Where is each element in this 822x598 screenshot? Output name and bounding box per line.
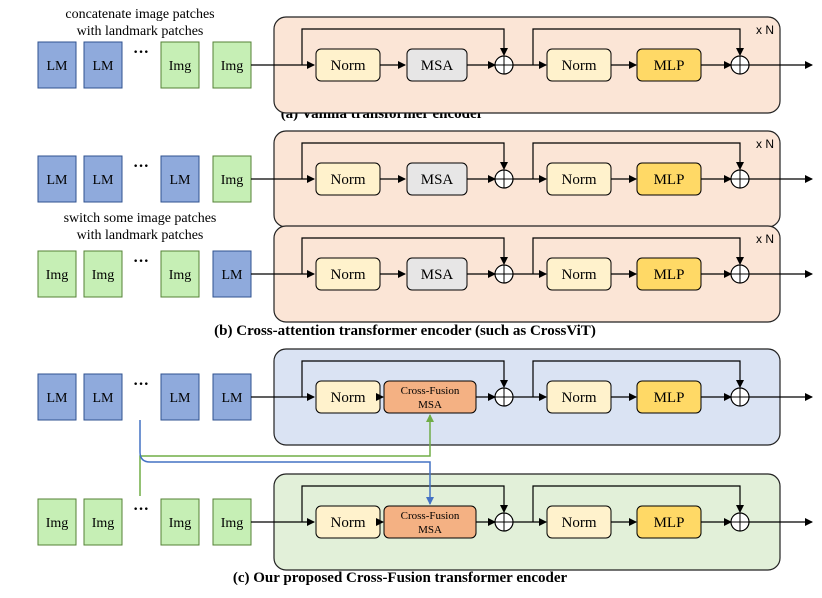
norm-label-1-a: Norm	[331, 58, 366, 74]
lm-token-label-c1-1: LM	[93, 391, 115, 406]
skip-connection-2-a	[532, 28, 744, 65]
cross-fusion-label-1-c1: Cross-Fusion	[401, 385, 460, 397]
lm-token-b1-1	[83, 155, 123, 203]
repeat-label-b2: x N	[756, 232, 774, 246]
blue-cross-link	[139, 420, 434, 505]
ellipsis-a: ···	[133, 44, 149, 61]
msa-label-b1: MSA	[421, 172, 454, 188]
msa-label-a: MSA	[421, 58, 454, 74]
skip-connection-1-b1	[301, 142, 508, 179]
mlp-label-a: MLP	[654, 58, 685, 74]
img-token-label-c2-4: Img	[221, 516, 244, 531]
concat-note-line2: with landmark patches	[77, 24, 204, 39]
mlp-label-b1: MLP	[654, 172, 685, 188]
skip-connection-2-b1	[532, 142, 744, 179]
cross-fusion-label-2-c2: MSA	[418, 524, 442, 536]
img-token-b1-4	[212, 155, 252, 203]
skip-connection-1-b2	[301, 237, 508, 274]
norm-label-2-b1: Norm	[562, 172, 597, 188]
skip-connection-2-c1	[532, 360, 744, 397]
lm-token-label-a-1: LM	[93, 59, 115, 74]
row-a: LM LM ··· Img Img Norm MSA Norm MLP x N	[37, 16, 813, 114]
img-token-c2-3	[160, 498, 200, 546]
img-token-label-b2-0: Img	[46, 268, 69, 283]
repeat-label-a: x N	[756, 23, 774, 37]
img-token-b2-1	[83, 250, 123, 298]
skip-connection-1-c2	[301, 485, 508, 522]
lm-token-label-a-0: LM	[47, 59, 69, 74]
img-token-label-a-4: Img	[221, 59, 244, 74]
cross-fusion-label-1-c2: Cross-Fusion	[401, 510, 460, 522]
lm-token-c1-1	[83, 373, 123, 421]
cross-fusion-label-2-c1: MSA	[418, 399, 442, 411]
skip-connection-2-c2	[532, 485, 744, 522]
lm-token-b1-3	[160, 155, 200, 203]
lm-token-c1-4	[212, 373, 252, 421]
img-token-c2-4	[212, 498, 252, 546]
lm-token-label-c1-0: LM	[47, 391, 69, 406]
img-token-label-c2-0: Img	[46, 516, 69, 531]
skip-connection-2-b2	[532, 237, 744, 274]
cross-fusion-links	[139, 414, 434, 505]
concat-note-line1: concatenate image patches	[65, 7, 214, 22]
msa-label-b2: MSA	[421, 267, 454, 283]
lm-token-c1-3	[160, 373, 200, 421]
ellipsis-c1: ···	[133, 376, 149, 393]
lm-token-a-0	[37, 41, 77, 89]
ellipsis-c2: ···	[133, 501, 149, 518]
img-token-b2-0	[37, 250, 77, 298]
img-token-label-a-3: Img	[169, 59, 192, 74]
norm-label-1-c1: Norm	[331, 390, 366, 406]
lm-token-c1-0	[37, 373, 77, 421]
caption-b: (b) Cross-attention transformer encoder …	[214, 323, 596, 339]
img-token-label-b1-4: Img	[221, 173, 244, 188]
lm-token-b1-0	[37, 155, 77, 203]
norm-label-2-b2: Norm	[562, 267, 597, 283]
img-token-a-4	[212, 41, 252, 89]
row-b2: Img Img ··· Img LM Norm MSA Norm MLP x N	[37, 225, 813, 323]
mlp-label-c2: MLP	[654, 515, 685, 531]
caption-c: (c) Our proposed Cross-Fusion transforme…	[233, 570, 568, 586]
norm-label-1-b2: Norm	[331, 267, 366, 283]
lm-token-label-b1-0: LM	[47, 173, 69, 188]
norm-label-2-c2: Norm	[562, 515, 597, 531]
norm-label-1-c2: Norm	[331, 515, 366, 531]
norm-label-2-c1: Norm	[562, 390, 597, 406]
switch-note-line1: switch some image patches	[64, 211, 217, 226]
img-token-label-b2-1: Img	[92, 268, 115, 283]
img-token-c2-0	[37, 498, 77, 546]
green-cross-link	[139, 414, 434, 496]
img-token-b2-3	[160, 250, 200, 298]
lm-token-label-b1-1: LM	[93, 173, 115, 188]
img-token-label-b2-3: Img	[169, 268, 192, 283]
lm-token-label-b1-3: LM	[170, 173, 192, 188]
img-token-label-c2-1: Img	[92, 516, 115, 531]
skip-connection-1-c1	[301, 360, 508, 397]
lm-token-label-b2-4: LM	[222, 268, 244, 283]
row-b1: LM LM ··· LM Img Norm MSA Norm MLP x N	[37, 130, 813, 228]
img-token-a-3	[160, 41, 200, 89]
ellipsis-b1: ···	[133, 158, 149, 175]
mlp-label-b2: MLP	[654, 267, 685, 283]
repeat-label-b1: x N	[756, 137, 774, 151]
lm-token-label-c1-4: LM	[222, 391, 244, 406]
switch-note-line2: with landmark patches	[77, 228, 204, 243]
lm-token-a-1	[83, 41, 123, 89]
skip-connection-1-a	[301, 28, 508, 65]
lm-token-label-c1-3: LM	[170, 391, 192, 406]
img-token-c2-1	[83, 498, 123, 546]
lm-token-b2-4	[212, 250, 252, 298]
img-token-label-c2-3: Img	[169, 516, 192, 531]
mlp-label-c1: MLP	[654, 390, 685, 406]
ellipsis-b2: ···	[133, 253, 149, 270]
norm-label-1-b1: Norm	[331, 172, 366, 188]
norm-label-2-a: Norm	[562, 58, 597, 74]
